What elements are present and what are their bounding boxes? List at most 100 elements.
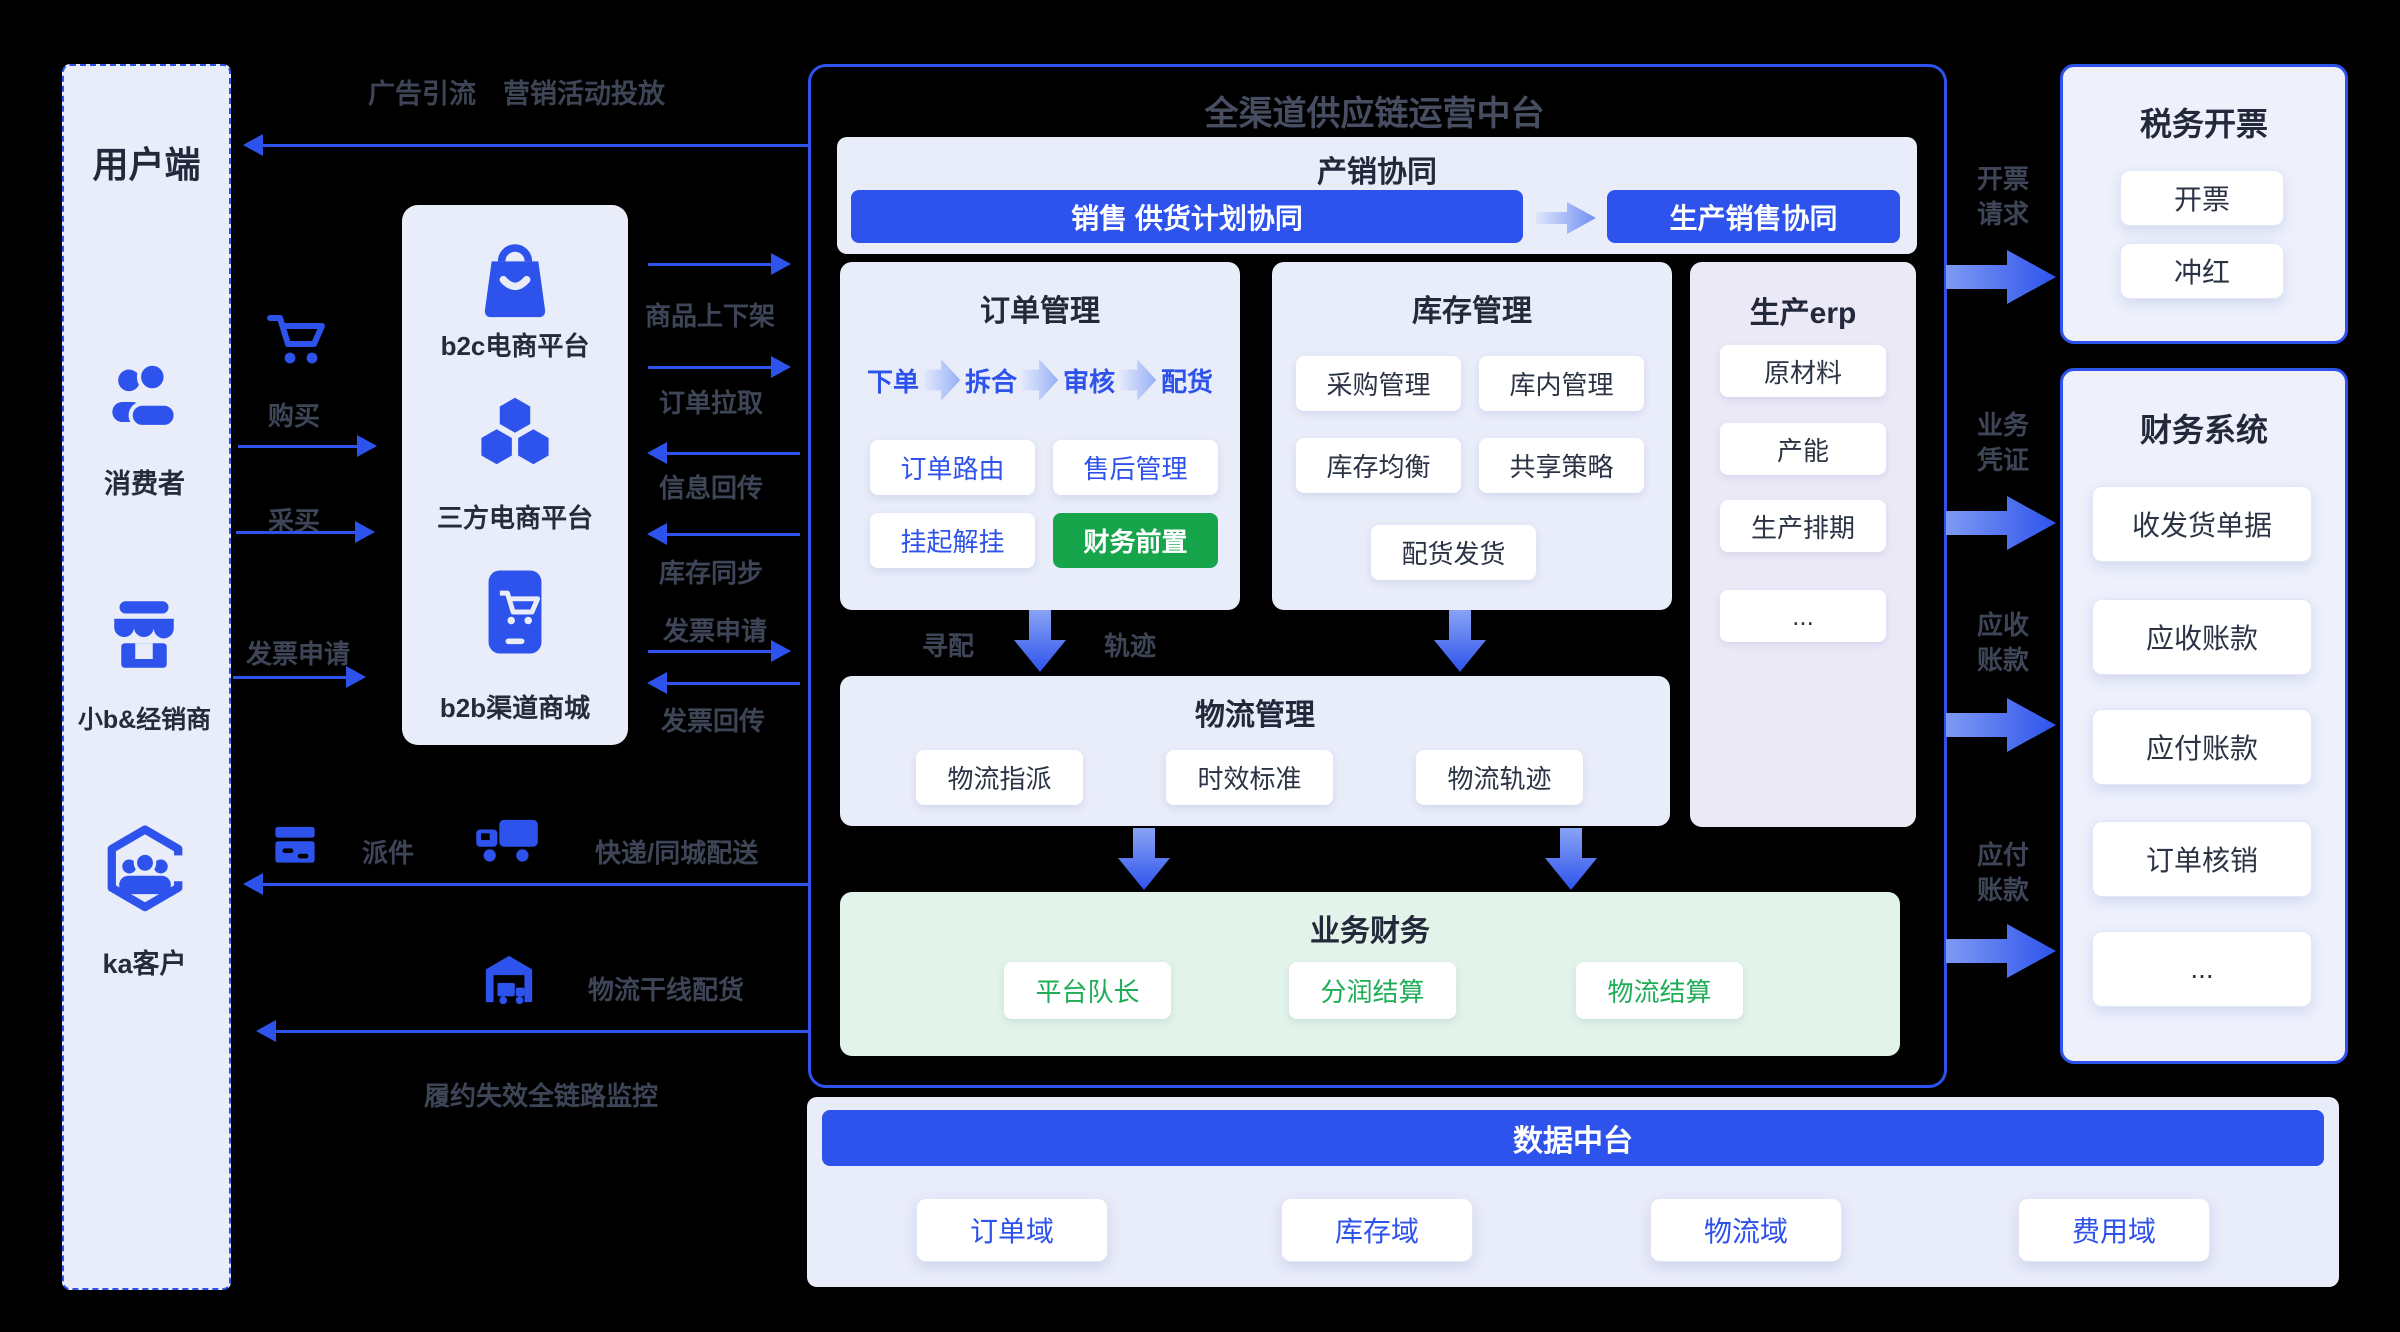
- production-schedule-button[interactable]: 生产排期: [1720, 500, 1886, 552]
- data-platform-bar: 数据中台: [822, 1110, 2324, 1166]
- cart-icon: [266, 312, 330, 368]
- logistics-domain-button[interactable]: 物流域: [1650, 1198, 1842, 1262]
- business-voucher-flow-label: 业务 凭证: [1976, 410, 2029, 475]
- receivable-flow-label: 应收 账款: [1976, 610, 2029, 675]
- tax-invoice-title: 税务开票: [2139, 106, 2268, 142]
- logistics-assign-button[interactable]: 物流指派: [916, 750, 1083, 805]
- arrow-procure: [236, 521, 375, 543]
- accounts-payable-button[interactable]: 应付账款: [2092, 709, 2312, 785]
- invoice-return-label: 发票回传: [661, 706, 766, 736]
- sla-standard-button[interactable]: 时效标准: [1166, 750, 1333, 805]
- arrow-courier-delivery: [243, 873, 808, 895]
- ka-label: ka客户: [102, 949, 187, 979]
- erp-more-button[interactable]: ...: [1720, 590, 1886, 642]
- flow-chevron-icon: [1021, 359, 1059, 401]
- logistics-settlement-button[interactable]: 物流结算: [1576, 962, 1743, 1019]
- flow-chevron-icon: [923, 359, 961, 401]
- order-writeoff-button[interactable]: 订单核销: [2092, 821, 2312, 897]
- user-panel-title: 用户端: [92, 144, 201, 185]
- after-sales-button[interactable]: 售后管理: [1053, 440, 1218, 495]
- warehouse-mgmt-button[interactable]: 库内管理: [1479, 356, 1644, 411]
- chevron-right-icon: [1536, 200, 1598, 236]
- courier-label: 快递/同城配送: [595, 838, 759, 868]
- arrow-invoice-return: [647, 672, 800, 694]
- collab-title: 产销协同: [1317, 156, 1437, 189]
- order-domain-button[interactable]: 订单域: [916, 1198, 1108, 1262]
- allocate-ship-button[interactable]: 配货发货: [1371, 525, 1536, 580]
- inventory-mgmt-title: 库存管理: [1412, 295, 1532, 328]
- b2b-label: b2b渠道商城: [439, 693, 591, 723]
- arrow-order-pull: [648, 356, 791, 378]
- third-party-label: 三方电商平台: [436, 503, 593, 533]
- order-routing-button[interactable]: 订单路由: [870, 440, 1035, 495]
- down-arrow-icon: [1014, 610, 1066, 672]
- stock-balance-button[interactable]: 库存均衡: [1296, 438, 1461, 493]
- down-arrow-icon: [1118, 828, 1170, 890]
- hexagons-icon: [473, 396, 557, 480]
- goods-listing-label: 商品上下架: [645, 301, 776, 331]
- trunk-label: 物流干线配货: [588, 975, 745, 1005]
- share-strategy-button[interactable]: 共享策略: [1479, 438, 1644, 493]
- flow-step-place-order: 下单: [866, 366, 919, 397]
- order-mgmt-title: 订单管理: [980, 295, 1100, 328]
- flow-step-review: 审核: [1063, 366, 1116, 397]
- package-icon: [270, 818, 320, 868]
- capacity-button[interactable]: 产能: [1720, 423, 1886, 475]
- production-sales-bar[interactable]: 生产销售协同: [1607, 190, 1900, 243]
- flow-chevron-icon: [1119, 359, 1157, 401]
- purchasing-button[interactable]: 采购管理: [1296, 356, 1461, 411]
- sales-supply-plan-bar[interactable]: 销售 供货计划协同: [851, 190, 1523, 243]
- block-arrow-right-icon: [1946, 248, 2056, 306]
- info-return-label: 信息回传: [659, 473, 764, 503]
- expense-domain-button[interactable]: 费用域: [2018, 1198, 2210, 1262]
- finance-front-button[interactable]: 财务前置: [1053, 513, 1218, 568]
- people-icon: [104, 352, 184, 432]
- block-arrow-right-icon: [1946, 494, 2056, 552]
- profit-settlement-button[interactable]: 分润结算: [1289, 962, 1456, 1019]
- center-title: 全渠道供应链运营中台: [1204, 95, 1545, 133]
- store-icon: [102, 596, 186, 680]
- flow-step-split-merge: 拆合: [964, 366, 1017, 397]
- invoice-request-mid-label: 发票申请: [663, 616, 768, 646]
- mobile-cart-icon: [481, 566, 549, 658]
- order-flow-steps: 下单 拆合 审核 配货: [848, 350, 1232, 410]
- down-arrow-icon: [1545, 828, 1597, 890]
- monitor-label: 履约失效全链路监控: [424, 1081, 659, 1111]
- accounts-receivable-button[interactable]: 应收账款: [2092, 599, 2312, 675]
- arrow-ads-to-user: [243, 134, 808, 156]
- shopping-bag-icon: [475, 236, 555, 320]
- red-reverse-button[interactable]: 冲红: [2120, 243, 2284, 299]
- arrow-buy: [238, 435, 377, 457]
- inventory-domain-button[interactable]: 库存域: [1281, 1198, 1473, 1262]
- logistics-track-button[interactable]: 物流轨迹: [1416, 750, 1583, 805]
- ka-hexagon-icon: [100, 824, 190, 920]
- order-pull-label: 订单拉取: [659, 388, 764, 418]
- finance-system-title: 财务系统: [2139, 412, 2268, 448]
- arrow-stock-sync: [647, 523, 800, 545]
- raw-material-button[interactable]: 原材料: [1720, 345, 1886, 397]
- arrow-info-return: [647, 442, 800, 464]
- arrow-trunk-delivery: [256, 1020, 808, 1042]
- platform-recon-button[interactable]: 平台队长: [1004, 962, 1171, 1019]
- shipping-docs-button[interactable]: 收发货单据: [2092, 486, 2312, 562]
- top-flow-label: 广告引流 营销活动投放: [368, 79, 665, 109]
- match-label: 寻配: [922, 631, 975, 661]
- invoice-request-flow-label: 开票 请求: [1976, 164, 2029, 229]
- buy-label: 购买: [268, 401, 321, 431]
- business-finance-title: 业务财务: [1310, 915, 1430, 948]
- supply-chain-center-box: [808, 64, 1947, 1088]
- production-erp-title: 生产erp: [1749, 297, 1857, 330]
- invoice-request-left-label: 发票申请: [246, 639, 351, 669]
- payable-flow-label: 应付 账款: [1976, 840, 2029, 905]
- logistics-mgmt-title: 物流管理: [1195, 699, 1315, 732]
- distributor-label: 小b&经销商: [77, 706, 212, 734]
- warehouse-truck-icon: [482, 952, 536, 1006]
- suspend-resume-button[interactable]: 挂起解挂: [870, 513, 1035, 568]
- finance-more-button[interactable]: ...: [2092, 931, 2312, 1007]
- issue-invoice-button[interactable]: 开票: [2120, 170, 2284, 226]
- block-arrow-right-icon: [1946, 922, 2056, 980]
- consumer-label: 消费者: [104, 469, 185, 499]
- arrow-invoice-request-mid: [648, 640, 791, 662]
- flow-step-allocate: 配货: [1161, 366, 1214, 397]
